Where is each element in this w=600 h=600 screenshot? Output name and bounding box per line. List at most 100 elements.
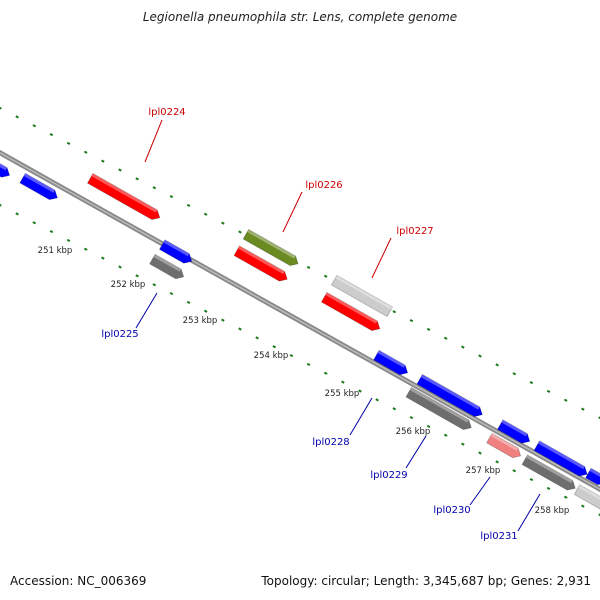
gene-lpl0229-shape — [405, 386, 472, 431]
gene-label-lpl0224: lpl0224 — [148, 107, 185, 118]
gene-lpl0230-highlight — [490, 433, 519, 451]
lower-dotted-track-dot — [15, 212, 19, 216]
lower-dotted-track-dot — [135, 274, 139, 278]
gene-lpl0226[interactable] — [242, 228, 301, 268]
gene-red-right-shape — [320, 291, 381, 332]
lower-dotted-track-dot — [478, 451, 482, 455]
upper-dotted-track-dot — [101, 159, 105, 163]
lower-dotted-track-dot — [461, 442, 465, 446]
gene-blue-left-edge-shape — [0, 159, 11, 178]
gene-lpl0231-blue[interactable] — [533, 440, 590, 479]
lower-dotted-track-dot — [152, 283, 157, 287]
upper-dotted-track-dot — [306, 265, 311, 270]
lower-dotted-track-dot — [0, 203, 2, 207]
upper-dotted-track-dot — [169, 194, 174, 199]
tick-label-254kbp: 254 kbp — [254, 351, 289, 361]
lower-dotted-track-dot — [563, 495, 568, 499]
lower-dotted-track-dot — [66, 238, 71, 243]
gene-lpl0230-shape — [486, 432, 522, 459]
gene-lpl0225-blue[interactable] — [158, 239, 194, 266]
gene-lpl0225-blue-highlight — [163, 239, 190, 257]
upper-dotted-track-dot — [581, 407, 585, 411]
upper-dotted-track-dot — [392, 310, 397, 314]
lower-dotted-track-dot — [101, 256, 105, 260]
leader-lpl0226 — [282, 191, 303, 233]
gene-label-lpl0227: lpl0227 — [396, 226, 433, 237]
upper-dotted-track-dot — [598, 416, 600, 420]
gene-red-mid[interactable] — [233, 245, 290, 284]
lower-dotted-track-dot — [443, 433, 448, 437]
tick-label-253kbp: 253 kbp — [183, 316, 218, 326]
gene-lpl0228[interactable] — [373, 349, 411, 377]
gene-lpl0231-blue-highlight — [538, 440, 585, 470]
tick-label-257kbp: 257 kbp — [466, 466, 501, 476]
upper-dotted-track-dot — [83, 150, 88, 154]
genome-backbone-inner — [0, 151, 600, 491]
lower-dotted-track-dot — [581, 504, 585, 508]
upper-dotted-track-dot — [32, 124, 37, 128]
lower-dotted-track-dot — [118, 265, 122, 269]
gene-lpl0230[interactable] — [486, 432, 524, 460]
leader-lpl0230 — [469, 476, 491, 506]
gene-right-edge-gray-highlight — [578, 484, 600, 503]
gene-blue-left-edge[interactable] — [0, 159, 12, 180]
leader-lpl0224 — [144, 119, 163, 163]
lower-dotted-track-dot — [341, 380, 345, 384]
gene-lpl0224-highlight — [91, 173, 158, 213]
gene-lpl0231[interactable] — [521, 454, 578, 493]
lower-dotted-track-dot — [289, 353, 294, 358]
tick-label-255kbp: 255 kbp — [325, 389, 360, 399]
upper-dotted-track-dot — [461, 345, 465, 349]
gene-lpl0229[interactable] — [405, 386, 474, 432]
gene-label-lpl0231: lpl0231 — [480, 531, 517, 542]
gene-lpl0229-blue[interactable] — [416, 373, 485, 419]
leader-lpl0229 — [405, 435, 427, 469]
lower-dotted-track-dot — [323, 371, 328, 375]
gene-lpl0224-shape — [86, 172, 161, 220]
gene-label-lpl0229: lpl0229 — [370, 470, 407, 481]
gene-lpl0226-shape — [242, 228, 299, 267]
gene-blue-left-edge-highlight — [0, 159, 8, 171]
upper-dotted-track-dot — [135, 177, 139, 181]
gene-lpl0230-blue[interactable] — [496, 419, 532, 446]
lower-dotted-track-dot — [409, 415, 414, 420]
gene-blue-left-highlight — [23, 173, 55, 193]
gene-right-edge-gray[interactable] — [573, 484, 600, 510]
lower-dotted-track-dot — [512, 469, 517, 473]
gene-red-right[interactable] — [320, 291, 382, 333]
lower-dotted-track-dot — [83, 247, 88, 251]
tick-label-251kbp: 251 kbp — [38, 246, 73, 256]
gene-lpl0227-shape — [330, 274, 394, 318]
upper-dotted-track-dot — [238, 230, 242, 234]
gene-lpl0229-blue-highlight — [420, 374, 480, 410]
lower-dotted-track-dot — [598, 513, 600, 517]
upper-dotted-track-dot — [409, 318, 414, 323]
lower-dotted-track-dot — [546, 486, 551, 491]
upper-dotted-track-dot — [443, 336, 448, 340]
gene-lpl0230-blue-shape — [496, 419, 531, 444]
topology-text: Topology: circular; Length: 3,345,687 bp… — [261, 574, 591, 588]
gene-blue-left[interactable] — [19, 172, 60, 202]
accession-text: Accession: NC_006369 — [10, 574, 147, 588]
gene-lpl0224[interactable] — [86, 172, 162, 222]
upper-dotted-track-dot — [15, 115, 19, 119]
gene-lpl0229-highlight — [409, 387, 469, 423]
upper-dotted-track-dot — [66, 141, 71, 146]
upper-dotted-track-dot — [546, 389, 551, 394]
lower-dotted-track-dot — [203, 309, 208, 313]
upper-dotted-track-dot — [426, 327, 431, 332]
lower-dotted-track-dot — [529, 477, 534, 482]
gene-lpl0225[interactable] — [149, 253, 187, 281]
lower-dotted-track-dot — [392, 407, 397, 411]
gene-label-lpl0230: lpl0230 — [433, 505, 470, 516]
lower-dotted-track-dot — [426, 424, 431, 429]
gene-lpl0231-shape — [521, 454, 576, 491]
lower-dotted-track-dot — [169, 291, 174, 296]
lower-dotted-track-dot — [306, 362, 311, 367]
lower-dotted-track-dot — [221, 318, 225, 322]
upper-dotted-track-dot — [478, 354, 482, 358]
gene-lpl0227[interactable] — [330, 274, 394, 318]
gene-red-right-highlight — [325, 292, 378, 324]
